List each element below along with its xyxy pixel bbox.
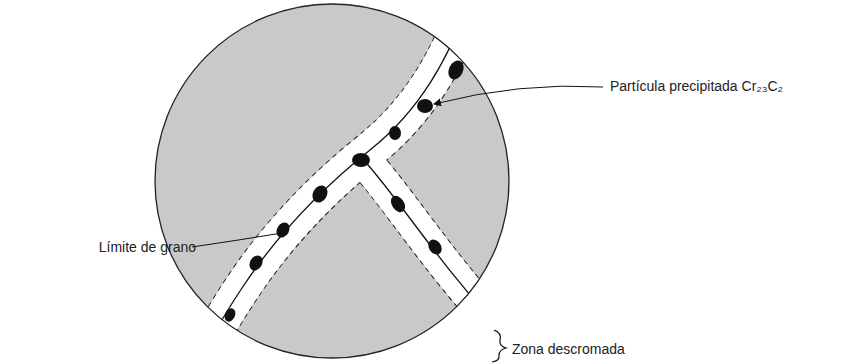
zone-brace xyxy=(492,330,506,362)
grain-boundary-label: Límite de grano xyxy=(99,239,196,256)
depleted-zone-label: Zona descromada xyxy=(512,341,625,358)
precipitate-particles xyxy=(223,58,492,323)
precipitate-label: Partícula precipitada Cr₂₃C₂ xyxy=(610,78,783,95)
leader-line xyxy=(192,232,288,247)
leader-line xyxy=(434,86,603,104)
